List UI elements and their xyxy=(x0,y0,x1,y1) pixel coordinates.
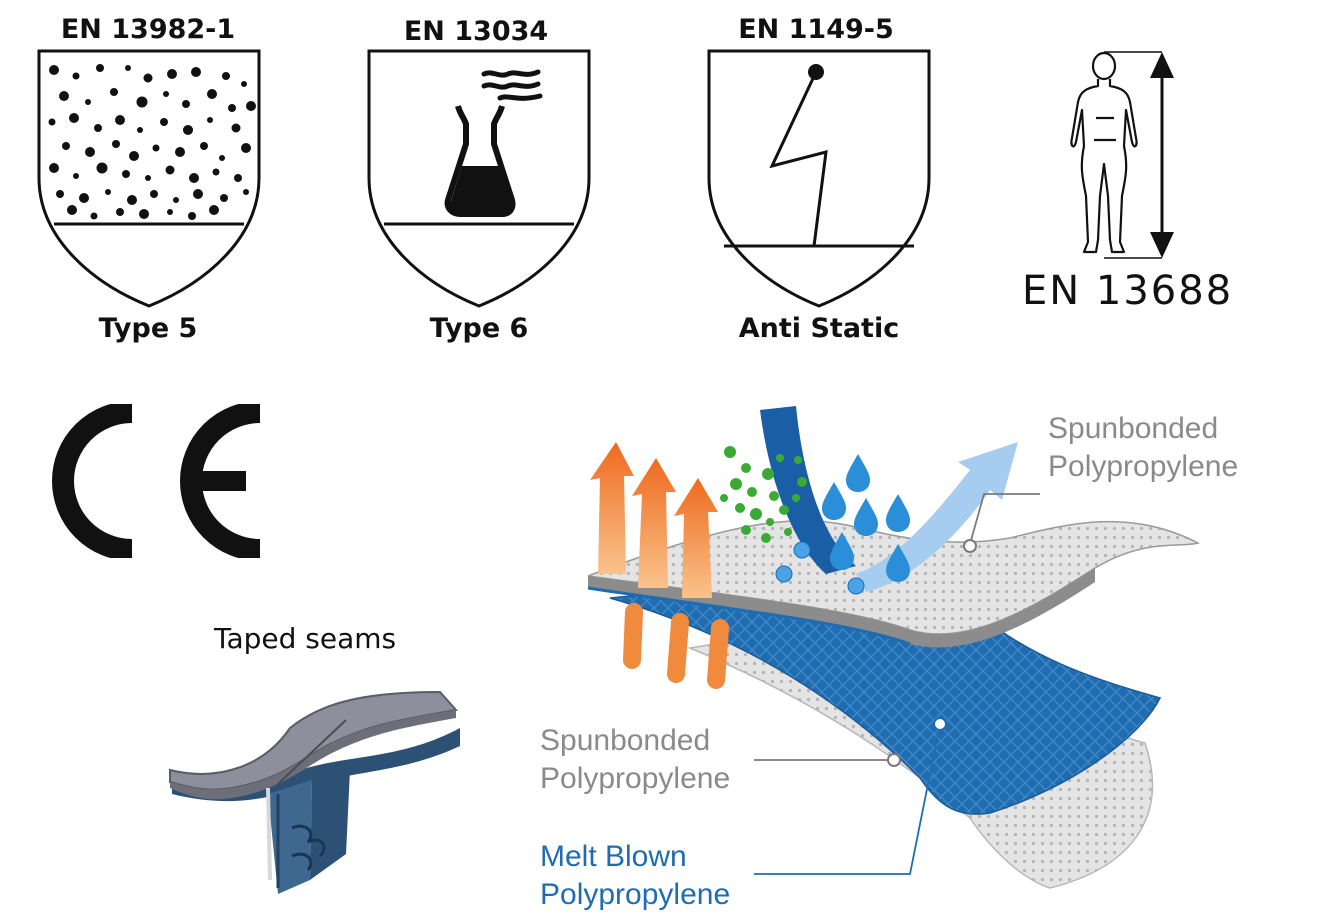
sizing-standard-label: EN 13688 xyxy=(1022,268,1234,314)
melt-blown-label-line2: Polypropylene xyxy=(540,878,731,911)
badge-type-label: Type 6 xyxy=(429,313,529,344)
badge-type-label: Anti Static xyxy=(738,313,900,344)
badge-type-label: Type 5 xyxy=(98,313,198,344)
body-measurement-icon xyxy=(1070,51,1174,259)
bottom-layer-label-line1: Spunbonded xyxy=(540,724,711,757)
badge-standard-title: EN 13034 xyxy=(403,16,549,47)
top-layer-label: Spunbonded Polypropylene xyxy=(1048,410,1238,486)
taped-seam-icon xyxy=(169,690,460,894)
fabric-layers-icon xyxy=(587,406,1201,889)
melt-blown-label: Melt Blown Polypropylene xyxy=(540,838,730,914)
lightning-bolt-icon xyxy=(707,49,931,308)
bottom-layer-label: Spunbonded Polypropylene xyxy=(540,722,730,798)
badge-standard-title: EN 1149-5 xyxy=(738,14,894,45)
bottom-layer-label-line2: Polypropylene xyxy=(540,762,731,795)
particle-dots-icon xyxy=(37,49,261,308)
melt-blown-label-line1: Melt Blown xyxy=(540,840,687,873)
chemical-flask-icon xyxy=(367,49,591,308)
top-layer-label-line1: Spunbonded xyxy=(1048,412,1219,445)
top-layer-label-line2: Polypropylene xyxy=(1048,450,1239,483)
taped-seams-label: Taped seams xyxy=(214,622,397,655)
badge-standard-title: EN 13982-1 xyxy=(60,14,236,45)
ce-mark-icon xyxy=(52,404,261,558)
